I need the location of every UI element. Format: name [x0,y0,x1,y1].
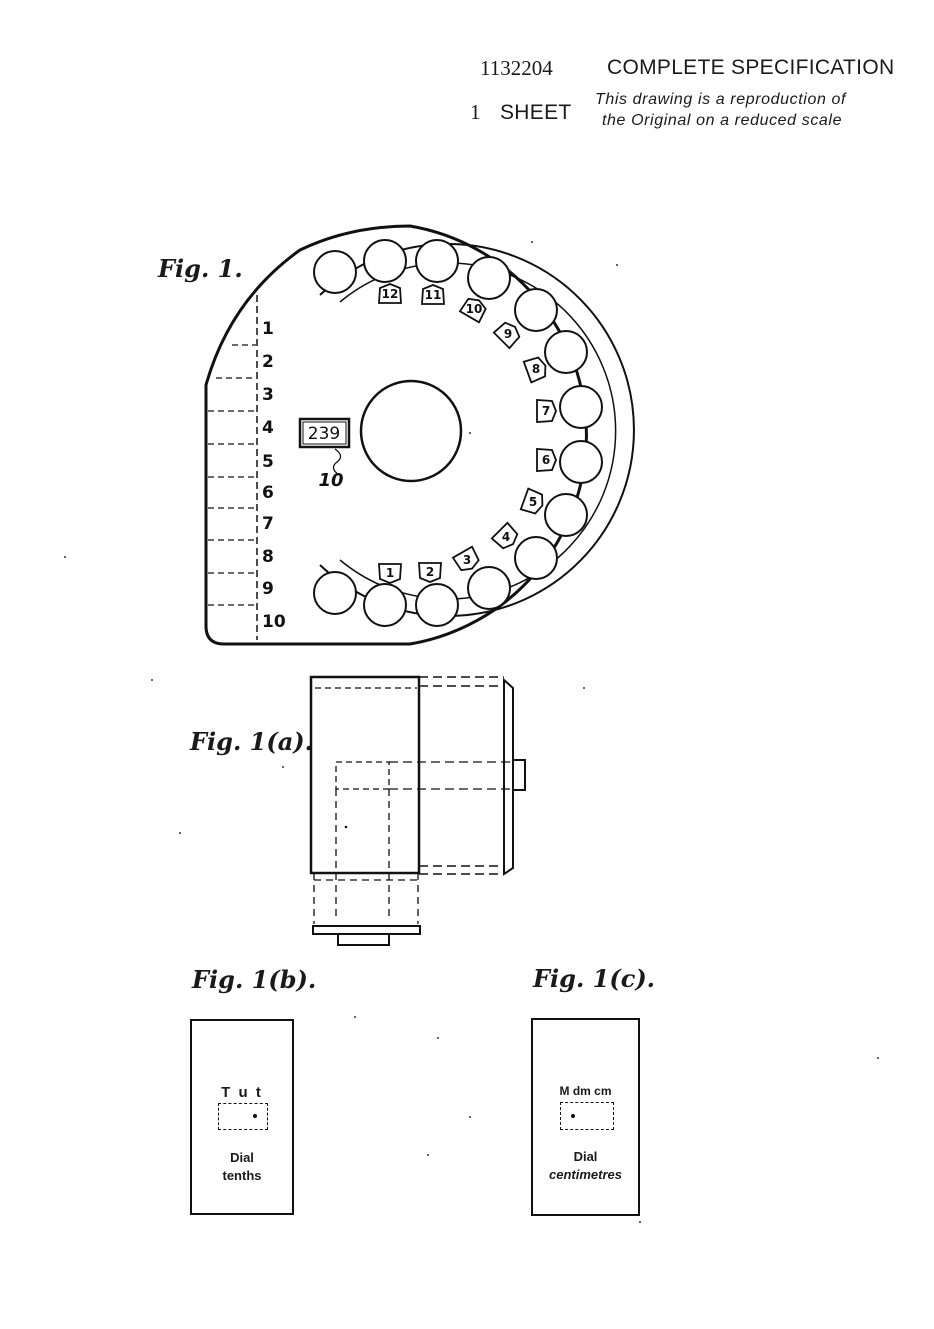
sheet-count: 1 [470,100,481,124]
scale-number: 3 [262,385,274,405]
dial-tab-number: 1 [386,566,394,580]
finger-hole [467,256,511,300]
dial-tab: 8 [522,356,547,384]
dial-tab-number: 2 [426,565,434,579]
fig1b-caption-line2: tenths [222,1168,262,1183]
fig1-label: Fig. 1. [158,254,243,283]
dial-tab: 7 [536,399,557,423]
spec-number: 1132204 [480,56,553,80]
dial-tab-number: 11 [425,288,442,302]
dial-tab-number: 5 [529,495,537,509]
finger-hole [559,385,603,429]
dial-tab-number: 12 [382,287,399,301]
fig1c-window-label: M dm cm [559,1084,612,1098]
scale-number: 10 [262,612,286,632]
scale-number: 6 [262,483,274,503]
fig1-reference-numeral: 10 [318,470,343,491]
fig1-leader-line [332,448,342,476]
scale-number: 7 [262,514,274,534]
scale-number: 9 [262,579,274,599]
fig1-display-value: 239 [308,424,340,444]
dial-tab: 12 [378,283,402,304]
finger-hole [313,571,357,615]
dial-tab: 5 [519,487,544,515]
fig1-center-hub [359,379,463,483]
dial-tab-number: 9 [504,327,512,341]
spec-title: COMPLETE SPECIFICATION [607,56,895,79]
dial-tab-number: 8 [532,362,540,376]
dial-tab-number: 3 [463,553,471,567]
scale-number: 1 [262,319,274,339]
fig1c-caption-line1: Dial [573,1149,598,1164]
reproduction-note-line1: This drawing is a reproduction of [595,91,847,108]
dial-tab: 3 [451,545,480,572]
dial-tab-number: 6 [542,453,550,467]
scale-number: 8 [262,547,274,567]
finger-hole [363,583,407,627]
finger-hole [313,250,357,294]
fig1b-label: Fig. 1(b). [192,965,317,994]
finger-hole [415,239,459,283]
finger-hole [363,239,407,283]
fig1c-window [560,1102,614,1130]
scale-number: 5 [262,452,274,472]
dial-tab: 4 [490,521,519,550]
fig1-scale-lines [208,344,256,606]
sheet-label: SHEET [500,101,572,124]
dial-tab-number: 10 [466,302,483,316]
finger-hole [514,288,558,332]
fig1c-card: M dm cm Dial centimetres [531,1018,640,1216]
finger-hole [544,493,588,537]
dial-tab: 9 [492,321,521,350]
fig1a-label: Fig. 1(a). [190,727,313,756]
fig1b-card: T u t Dial tenths [190,1019,294,1215]
fig1b-caption-line1: Dial [230,1150,254,1165]
dial-tab: 6 [536,448,557,472]
dial-tab: 1 [378,563,402,584]
dial-tab-number: 4 [502,530,510,544]
fig1-finger-holes [313,239,603,627]
dial-tab: 11 [421,284,445,305]
fig1b-window [218,1103,268,1130]
dial-tab-number: 7 [542,404,550,418]
dial-tab: 2 [418,562,442,583]
reproduction-note-line2: the Original on a reduced scale [602,112,843,129]
finger-hole [544,330,588,374]
dial-tab: 10 [458,297,487,324]
fig1-scale-numbers: 1 2 3 4 5 6 7 8 9 10 [262,319,286,632]
fig1c-label: Fig. 1(c). [533,964,656,993]
scale-number: 2 [262,352,274,372]
fig1c-caption-line2: centimetres [549,1167,622,1182]
finger-hole [415,583,459,627]
fig1-display-window [298,417,351,449]
scale-number: 4 [262,418,274,438]
fig1b-window-dot [253,1114,257,1118]
fig1c-window-dot [571,1114,575,1118]
finger-hole [559,440,603,484]
finger-hole [467,566,511,610]
finger-hole [514,536,558,580]
fig1b-window-label: T u t [221,1084,263,1101]
